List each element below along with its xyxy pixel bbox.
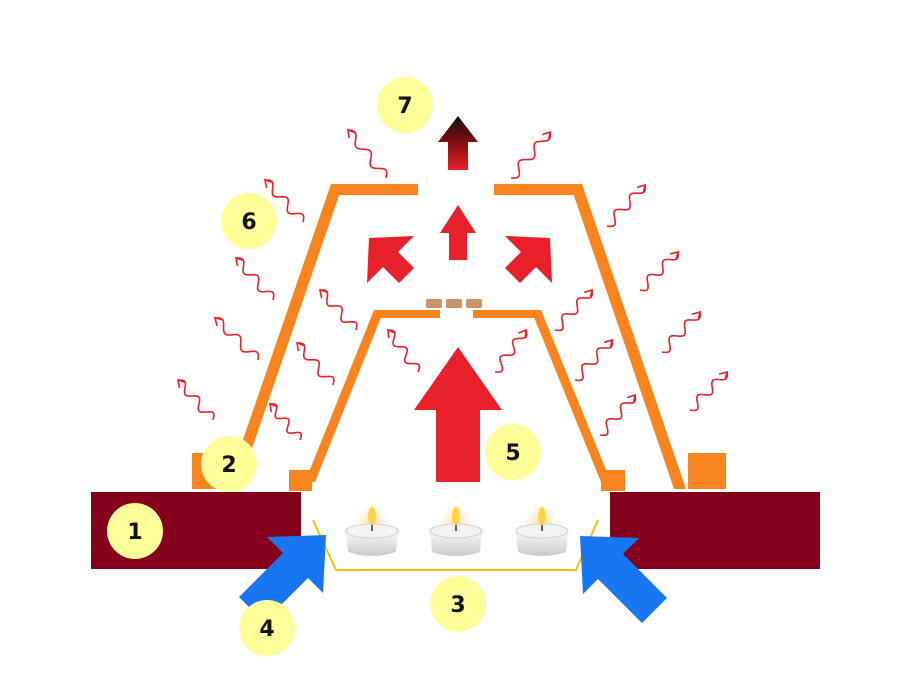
- badge-3: 3: [430, 576, 486, 632]
- heat-wave-icon: [554, 289, 594, 332]
- heat-wave-arrowhead: [234, 256, 245, 267]
- heat-wave-icon: [661, 311, 701, 354]
- heat-wave-icon: [510, 131, 551, 179]
- svg-text:6: 6: [241, 210, 256, 235]
- hot-air-arrow-large: [414, 347, 502, 482]
- cold-air-arrow-right: [580, 536, 667, 623]
- heat-wave-icon: [236, 257, 275, 301]
- badge-6: 6: [221, 193, 277, 249]
- base-block-right: [610, 492, 820, 569]
- svg-text:5: 5: [505, 441, 520, 466]
- heat-wave-icon: [214, 317, 260, 361]
- badge-4: 4: [239, 600, 295, 656]
- heat-wave-arrowhead: [387, 328, 396, 339]
- exhaust-arrow-top: [438, 116, 478, 170]
- heat-wave-arrowhead: [213, 316, 224, 327]
- badge-2: 2: [201, 436, 257, 492]
- heat-wave-icon: [347, 129, 388, 179]
- heat-wave-icon: [320, 289, 358, 331]
- badge-1: 1: [107, 503, 163, 559]
- heat-wave-icon: [387, 329, 421, 373]
- heat-wave-arrowhead: [263, 178, 274, 189]
- cold-air-arrow-left: [239, 535, 326, 622]
- heat-wave-arrowhead: [318, 288, 329, 299]
- hot-air-arrow-up: [440, 205, 476, 260]
- hot-air-arrow-up-left: [367, 236, 414, 283]
- heat-wave-icon: [599, 394, 637, 437]
- heat-wave-arrowhead: [718, 370, 729, 381]
- heat-wave-icon: [639, 251, 679, 292]
- svg-text:1: 1: [127, 520, 142, 545]
- heat-wave-arrowhead: [669, 250, 680, 261]
- heat-wave-arrowhead: [636, 183, 647, 194]
- inner-vent: [426, 299, 482, 308]
- heat-wave-icon: [494, 329, 528, 373]
- heat-wave-arrowhead: [583, 288, 594, 299]
- heat-wave-icon: [689, 371, 728, 412]
- heat-wave-icon: [265, 179, 305, 223]
- tealight-candle-icon: [515, 498, 569, 556]
- badge-7: 7: [377, 77, 433, 133]
- svg-text:7: 7: [397, 94, 412, 119]
- heat-wave-icon: [178, 379, 215, 421]
- svg-text:4: 4: [259, 617, 274, 642]
- tealight-candle-icon: [429, 498, 483, 556]
- badge-5: 5: [485, 424, 541, 480]
- heat-wave-arrowhead: [603, 338, 614, 349]
- heat-wave-arrowhead: [542, 130, 551, 141]
- heat-wave-arrowhead: [295, 341, 305, 352]
- heat-wave-icon: [606, 184, 646, 228]
- heat-wave-icon: [574, 339, 614, 382]
- heat-wave-arrowhead: [347, 128, 356, 139]
- heat-wave-icon: [297, 342, 335, 386]
- tealight-candle-icon: [345, 498, 399, 556]
- hot-air-arrow-up-right: [505, 236, 552, 283]
- heat-waves: [176, 128, 729, 441]
- heat-wave-arrowhead: [626, 393, 637, 404]
- svg-text:3: 3: [450, 593, 465, 618]
- inner-shell: [289, 310, 625, 491]
- heat-wave-arrowhead: [518, 328, 527, 339]
- heat-wave-arrowhead: [268, 402, 278, 413]
- heat-wave-arrowhead: [691, 310, 702, 321]
- heat-wave-arrowhead: [176, 378, 187, 389]
- heat-wave-icon: [269, 403, 302, 441]
- svg-text:2: 2: [221, 453, 236, 478]
